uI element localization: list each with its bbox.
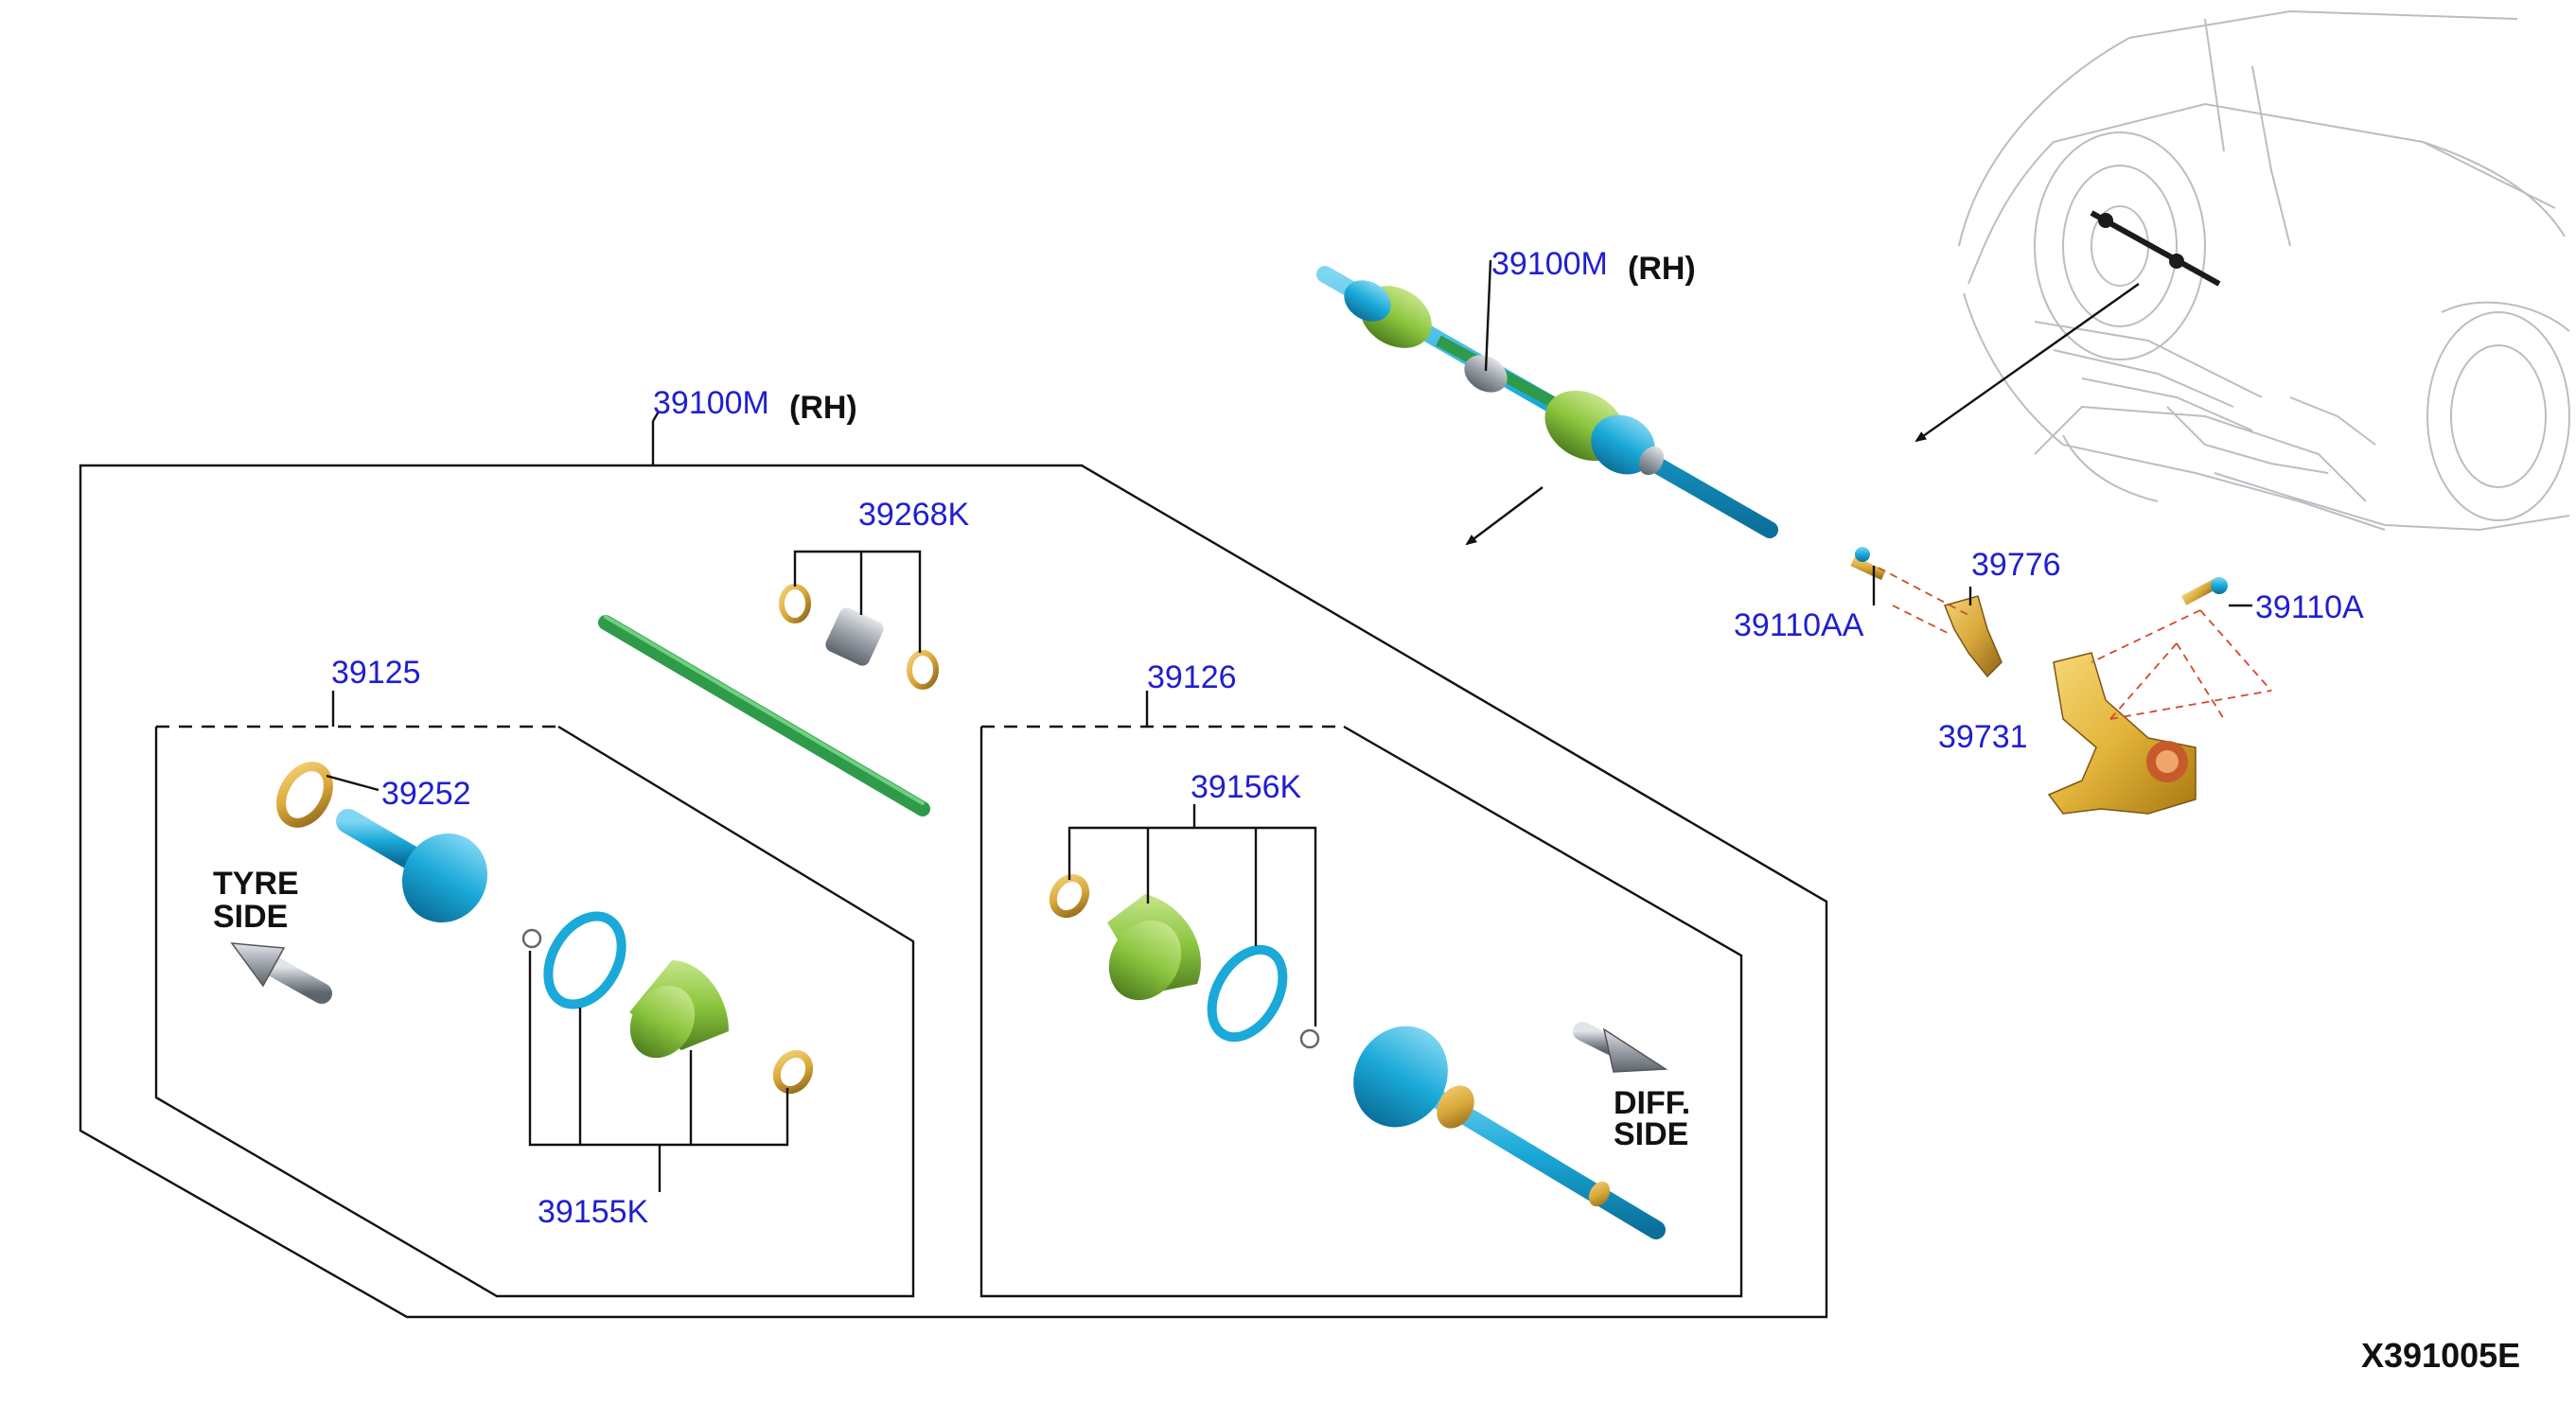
diagram-reference-code: X391005E xyxy=(2361,1336,2520,1375)
part-number-39126[interactable]: 39126 xyxy=(1147,659,1237,695)
inner-joint-39126 xyxy=(1353,1026,1666,1239)
knuckle-assembly xyxy=(1850,547,2272,815)
assembled-drive-shaft xyxy=(1316,266,1778,538)
part-number-39155K[interactable]: 39155K xyxy=(538,1194,649,1230)
tyre-side-arrow xyxy=(230,942,332,1004)
part-number-39252[interactable]: 39252 xyxy=(381,776,471,812)
part-number-39731[interactable]: 39731 xyxy=(1938,719,2028,755)
part-number-39110AA[interactable]: 39110AA xyxy=(1734,607,1864,643)
diff-side-label-line1: DIFF. xyxy=(1614,1085,1690,1121)
center-shaft xyxy=(598,615,930,816)
tyre-side-label-line1: TYRE xyxy=(213,866,299,902)
kit-frame-39125 xyxy=(154,725,915,1298)
boot-kit-39155K xyxy=(521,911,814,1095)
part-number-39156K[interactable]: 39156K xyxy=(1191,769,1302,805)
boot-kit-39156K xyxy=(1049,873,1320,1049)
part-number-39776[interactable]: 39776 xyxy=(1971,547,2061,583)
kit-frame-39126 xyxy=(979,725,1743,1298)
view-direction-arrow xyxy=(1914,283,2140,443)
outer-joint-39125 xyxy=(336,809,488,923)
part-side-rh-kit: (RH) xyxy=(789,390,857,426)
part-side-rh-top: (RH) xyxy=(1628,251,1696,287)
removal-direction-arrow xyxy=(1465,486,1544,546)
part-number-39110A[interactable]: 39110A xyxy=(2255,589,2364,625)
vehicle-outline xyxy=(1958,9,2570,532)
part-number-39100M-top[interactable]: 39100M xyxy=(1491,246,1608,282)
diff-side-arrow xyxy=(1573,1022,1668,1073)
kit-frame-39100M xyxy=(79,464,1828,1319)
part-number-39268K[interactable]: 39268K xyxy=(858,497,970,533)
tyre-side-label-line2: SIDE xyxy=(213,899,288,935)
diff-side-label-line2: SIDE xyxy=(1614,1116,1688,1152)
part-number-39125[interactable]: 39125 xyxy=(331,655,421,691)
damper-kit-39268K xyxy=(779,584,939,690)
part-number-39100M-kit[interactable]: 39100M xyxy=(653,385,769,421)
